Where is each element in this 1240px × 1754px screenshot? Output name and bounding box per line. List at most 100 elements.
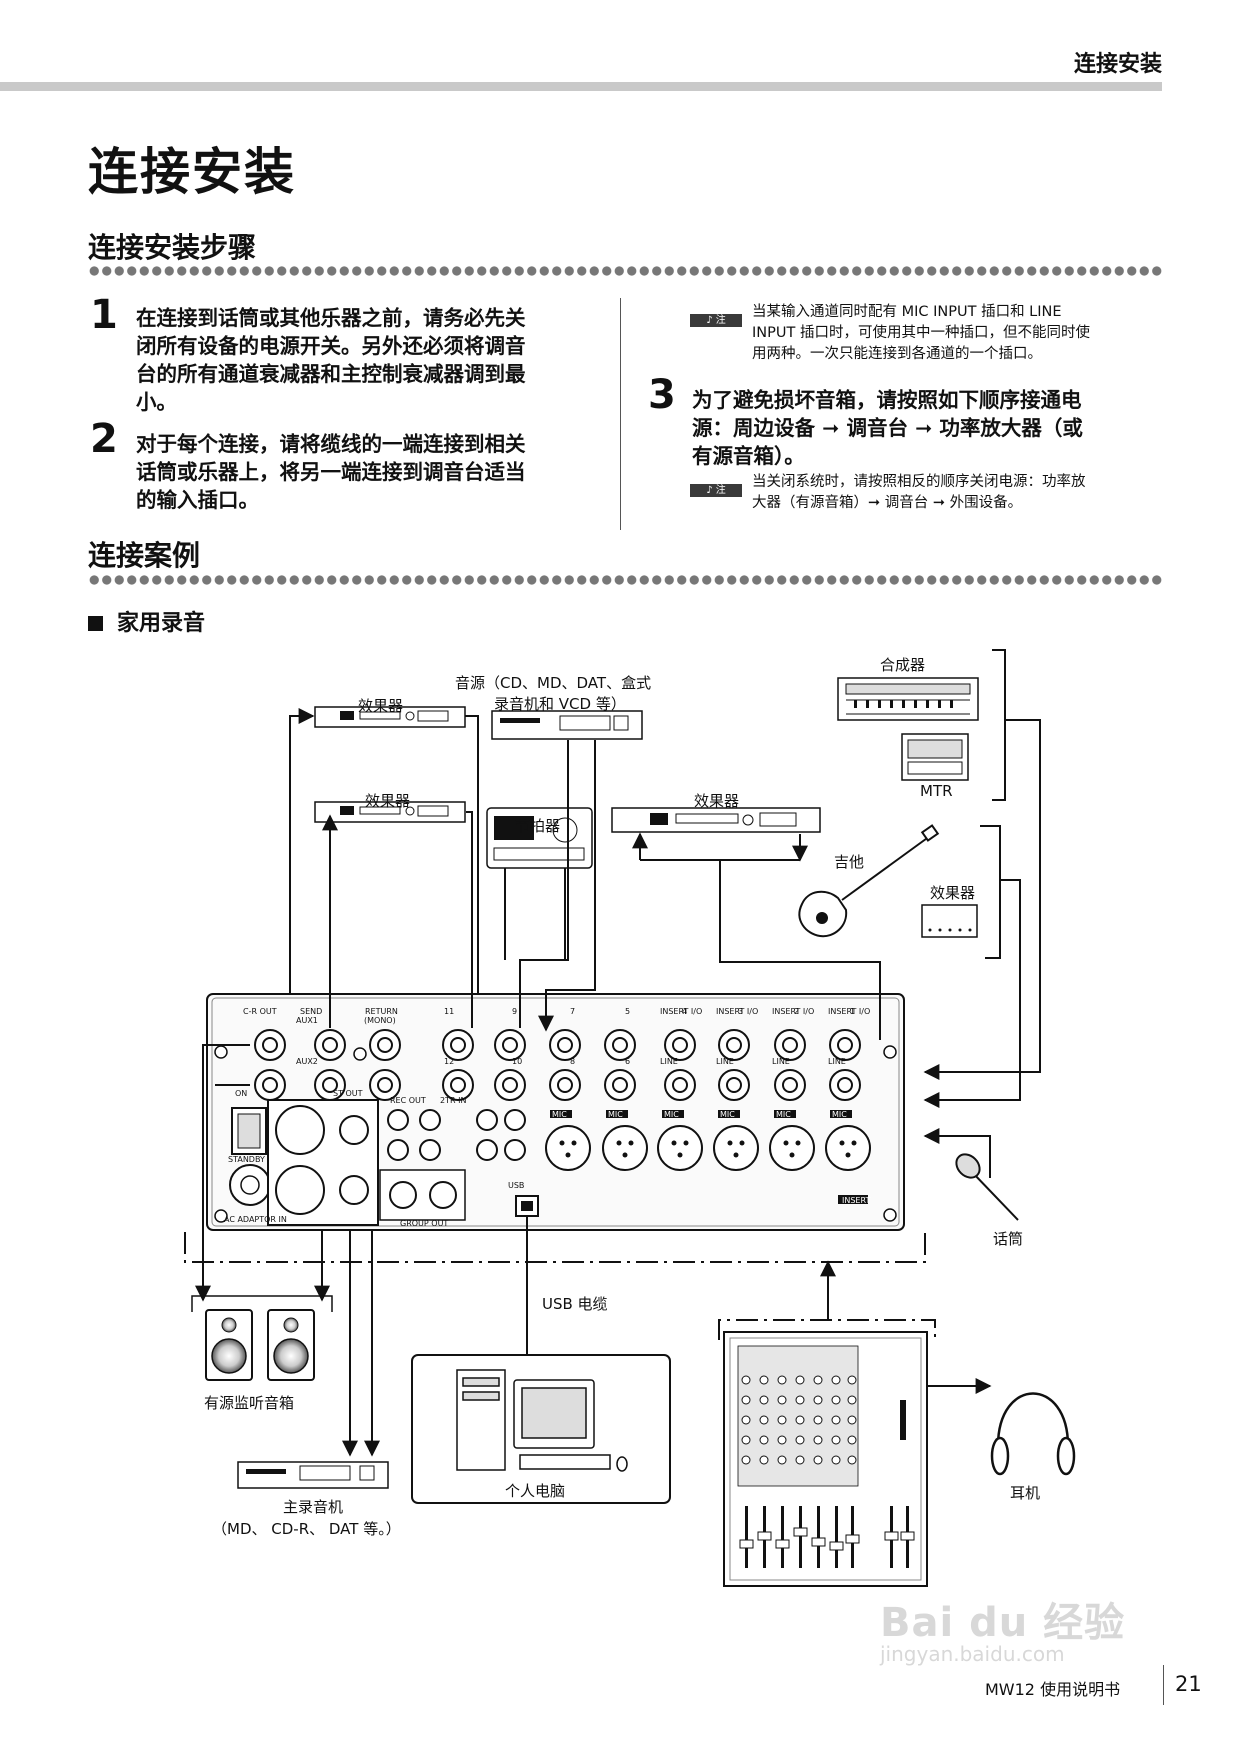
svg-text:4: 4 <box>682 1007 687 1016</box>
svg-text:10: 10 <box>512 1057 522 1066</box>
svg-text:9: 9 <box>512 1007 517 1016</box>
svg-text:RETURN: RETURN <box>365 1007 398 1016</box>
watermark-logo: Bai du 经验 <box>880 1600 1126 1646</box>
svg-text:LINE: LINE <box>828 1057 846 1066</box>
effect-label: 效果器 <box>694 792 740 810</box>
metronome-label: 节拍器 <box>515 817 561 835</box>
mtr-label: MTR <box>920 782 953 800</box>
guitar-icon <box>798 824 940 938</box>
examples-heading: 连接案例 <box>88 539 201 572</box>
effect-label: 效果器 <box>930 884 976 902</box>
svg-text:GROUP OUT: GROUP OUT <box>400 1219 448 1228</box>
source-label-line1: 音源（CD、MD、DAT、盒式 <box>455 674 652 692</box>
svg-text:6: 6 <box>625 1057 630 1066</box>
svg-text:11: 11 <box>444 1007 454 1016</box>
svg-text:INSERT I/O: INSERT I/O <box>660 1007 702 1016</box>
page-number: 21 <box>1175 1672 1202 1696</box>
monitor-speaker-icon <box>205 1309 253 1381</box>
svg-text:(MONO): (MONO) <box>364 1016 396 1025</box>
step-number: 1 <box>90 292 118 338</box>
footer-manual-title: MW12 使用说明书 <box>985 1680 1121 1699</box>
page-title: 连接安装 <box>88 143 296 201</box>
svg-text:REC OUT: REC OUT <box>390 1096 426 1105</box>
svg-text:MIC: MIC <box>608 1110 623 1119</box>
mtr-unit <box>901 733 969 781</box>
svg-text:2: 2 <box>794 1007 799 1016</box>
svg-text:STANDBY: STANDBY <box>228 1155 265 1164</box>
synth-label: 合成器 <box>880 656 926 674</box>
svg-text:MIC: MIC <box>776 1110 791 1119</box>
note-1-text: 当某输入通道同时配有 MIC INPUT 插口和 LINE INPUT 插口时，… <box>752 304 1090 362</box>
svg-text:USB: USB <box>508 1181 524 1190</box>
svg-text:INSERT I/O: INSERT I/O <box>828 1007 870 1016</box>
watermark-url: jingyan.baidu.com <box>880 1642 1065 1666</box>
mixer-rear-panel: C-R OUT SEND AUX1 AUX2 RETURN (MONO) ON … <box>206 993 905 1231</box>
svg-text:7: 7 <box>570 1007 575 1016</box>
connection-diagram: C-R OUT SEND AUX1 AUX2 RETURN (MONO) ON … <box>184 649 1076 1587</box>
svg-text:SEND: SEND <box>300 1007 322 1016</box>
recorder-label-line2: （MD、 CD-R、 DAT 等。） <box>212 1520 401 1538</box>
effect-unit-3 <box>611 807 821 833</box>
microphone-icon <box>955 1153 1019 1221</box>
svg-text:MIC: MIC <box>720 1110 735 1119</box>
guitar-label: 吉他 <box>834 853 865 871</box>
svg-text:LINE: LINE <box>716 1057 734 1066</box>
pc-label: 个人电脑 <box>505 1482 566 1500</box>
svg-text:1: 1 <box>850 1007 855 1016</box>
guitar-effector-unit <box>921 904 978 938</box>
svg-text:C-R OUT: C-R OUT <box>243 1007 277 1016</box>
subsection-heading: 家用录音 <box>88 605 205 637</box>
note-badge: ♪ 注 <box>690 478 742 497</box>
effect-unit-1 <box>314 706 466 728</box>
svg-text:AUX2: AUX2 <box>296 1057 318 1066</box>
step-3-text: 为了避免损坏音箱，请按照如下顺序接通电 源：周边设备 ➞ 调音台 ➞ 功率放大器… <box>692 388 1083 468</box>
audio-source-unit <box>491 710 643 740</box>
svg-text:5: 5 <box>625 1007 630 1016</box>
monitor-speaker-icon <box>267 1309 315 1381</box>
step-number: 3 <box>648 372 676 418</box>
source-label-line2: 录音机和 VCD 等） <box>494 695 626 713</box>
footer-divider <box>1163 1665 1164 1705</box>
svg-text:INSERT: INSERT <box>842 1196 870 1205</box>
svg-text:MIC: MIC <box>832 1110 847 1119</box>
step-1-text: 在连接到话筒或其他乐器之前，请务必先关 闭所有设备的电源开关。另外还必须将调音 … <box>136 306 526 414</box>
svg-text:ST OUT: ST OUT <box>333 1089 363 1098</box>
svg-text:INSERT I/O: INSERT I/O <box>716 1007 758 1016</box>
master-recorder-unit <box>237 1461 389 1489</box>
note-2-text: 当关闭系统时，请按照相反的顺序关闭电源：功率放 大器（有源音箱）➞ 调音台 ➞ … <box>752 474 1086 511</box>
svg-text:2TR IN: 2TR IN <box>440 1096 466 1105</box>
step-2-text: 对于每个连接，请将缆线的一端连接到相关 话筒或乐器上，将另一端连接到调音台适当 … <box>136 432 526 512</box>
svg-text:AC ADAPTOR IN: AC ADAPTOR IN <box>224 1215 287 1224</box>
svg-text:8: 8 <box>570 1057 575 1066</box>
usb-cable-label: USB 电缆 <box>542 1295 608 1313</box>
synthesizer-unit <box>837 677 979 721</box>
dotted-rule <box>88 573 1162 587</box>
procedure-heading: 连接安装步骤 <box>88 231 257 264</box>
running-header: 连接安装 <box>1073 52 1162 77</box>
effect-unit-2 <box>314 801 466 823</box>
column-divider <box>620 298 621 530</box>
metronome-unit <box>486 807 593 869</box>
header-rule <box>0 82 1162 91</box>
computer-icon <box>456 1369 628 1472</box>
mixer-front-panel <box>723 1331 928 1587</box>
svg-text:ON: ON <box>235 1089 247 1098</box>
headphones-icon <box>990 1392 1076 1476</box>
svg-text:3: 3 <box>738 1007 743 1016</box>
mic-label: 话筒 <box>993 1230 1024 1248</box>
note-badge: ♪ 注 <box>690 308 742 327</box>
svg-text:LINE: LINE <box>772 1057 790 1066</box>
recorder-label-line1: 主录音机 <box>283 1498 344 1516</box>
svg-text:AUX1: AUX1 <box>296 1016 318 1025</box>
svg-text:MIC: MIC <box>552 1110 567 1119</box>
dotted-rule <box>88 264 1162 278</box>
effect-label: 效果器 <box>358 697 404 715</box>
step-number: 2 <box>90 416 118 462</box>
svg-text:12: 12 <box>444 1057 454 1066</box>
svg-text:INSERT I/O: INSERT I/O <box>772 1007 814 1016</box>
effect-label: 效果器 <box>365 792 411 810</box>
monitors-label: 有源监听音箱 <box>204 1394 295 1412</box>
svg-text:MIC: MIC <box>664 1110 679 1119</box>
svg-text:LINE: LINE <box>660 1057 678 1066</box>
headphones-label: 耳机 <box>1010 1484 1041 1502</box>
